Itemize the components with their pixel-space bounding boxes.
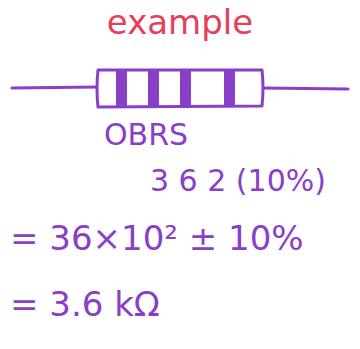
lead-wire xyxy=(262,88,348,89)
band-digits: 3 6 2 (10%) xyxy=(150,164,326,197)
lead-wire xyxy=(12,87,98,88)
example-heading: example xyxy=(107,4,253,41)
color-bands xyxy=(116,71,235,106)
value-result: = 3.6 kΩ xyxy=(10,286,160,323)
resistor-body xyxy=(97,70,263,107)
band-colors: OBRS xyxy=(104,118,188,151)
value-expression: = 36×10² ± 10% xyxy=(10,220,304,257)
